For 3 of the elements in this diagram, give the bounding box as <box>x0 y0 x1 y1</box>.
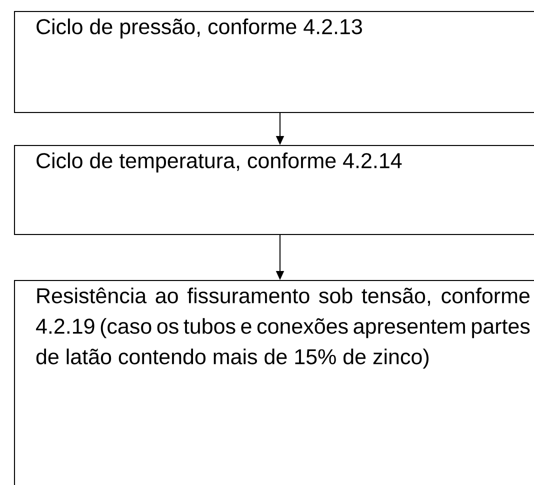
process-box: Resistência ao fissuramento sob tensão, conforme 4.2.19 (caso os tubos e conexões apresentem partes de latão contendo mais de 15% de zinco) <box>14 280 534 485</box>
process-box: Ciclo de temperatura, conforme 4.2.14 <box>14 145 534 235</box>
process-box: Ciclo de pressão, conforme 4.2.13 <box>14 11 534 113</box>
